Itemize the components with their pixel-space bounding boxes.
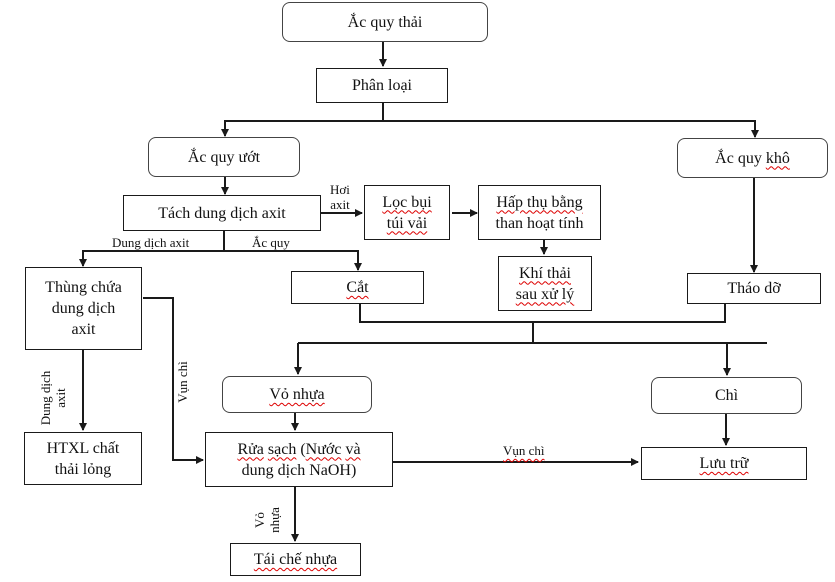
edge-label-lead-scrap-vertical: Vụn chì xyxy=(175,361,190,403)
node-label-line: Lọc bụi xyxy=(382,193,432,211)
edge-label-line: nhựa xyxy=(267,507,282,533)
node-wet-battery: Ắc quy ướt xyxy=(148,137,300,177)
node-label-line: axit xyxy=(71,321,96,338)
node-label-line: thải lỏng xyxy=(54,460,112,478)
node-label-line: HTXL chất xyxy=(46,439,120,457)
node-cutting: Cắt xyxy=(291,271,424,304)
node-label: Tái chế nhựa xyxy=(253,551,338,568)
node-dry-battery: Ắc quy khô xyxy=(677,138,828,178)
edge-classify-to-dry xyxy=(383,120,759,138)
edge-label-plastic-shell-vertical: Vỏ nhựa xyxy=(252,502,284,538)
edge-label-battery: Ắc quy xyxy=(252,235,290,250)
node-label-word: khô xyxy=(765,149,790,167)
node-bag-filter: Lọc bụi túi vải xyxy=(364,185,450,240)
node-label-line: Rửa sạch (Nước và xyxy=(237,440,361,458)
node-liquid-waste-treatment: HTXL chất thải lỏng xyxy=(24,432,142,485)
edge-label-line: axit xyxy=(330,197,350,212)
node-label: Ắc quy thải xyxy=(347,13,423,31)
edge-label-acid-solution-vertical: Dung dịch axit xyxy=(38,365,70,431)
node-label: Vỏ nhựa xyxy=(269,386,325,403)
edge-label-line: Dung dịch xyxy=(38,370,53,426)
node-plastic-recycling: Tái chế nhựa xyxy=(230,543,361,576)
edge-tank-to-washing xyxy=(143,297,204,464)
node-label: Ắc quy khô xyxy=(715,149,790,167)
edge-label-acid-solution: Dung dịch axit xyxy=(112,235,190,250)
node-label: Lưu trữ xyxy=(699,455,749,472)
node-acid-separation: Tách dung dịch axit xyxy=(123,195,321,231)
edge-label-line: axit xyxy=(53,388,68,408)
edge-label-acid-vapor: Hơi axit xyxy=(330,182,350,212)
node-label-line: sau xử lý xyxy=(515,285,575,303)
edge-separation-to-cut xyxy=(224,250,362,271)
node-label: Tách dung dịch axit xyxy=(158,204,286,222)
edge-label-lead-scrap: Vụn chì xyxy=(503,443,545,458)
edge-classify-to-wet xyxy=(221,120,383,137)
node-label-line: Khí thải xyxy=(519,264,571,282)
node-disassembly: Tháo dỡ xyxy=(687,273,821,304)
node-carbon-absorption: Hấp thụ bằng than hoạt tính xyxy=(478,185,601,240)
node-label-line: dung dịch xyxy=(51,300,116,317)
node-label-line: than hoạt tính xyxy=(495,214,584,232)
node-label-line: Thùng chứa xyxy=(45,279,122,296)
edge-label-line: Hơi xyxy=(330,182,350,197)
edge-label-line: Vỏ xyxy=(252,512,267,528)
node-washing: Rửa sạch (Nước và dung dịch NaOH) xyxy=(205,432,393,487)
node-label: Chì xyxy=(714,387,739,404)
node-waste-battery: Ắc quy thải xyxy=(282,2,488,42)
node-acid-tank: Thùng chứa dung dịch axit xyxy=(25,267,142,350)
node-plastic-shell: Vỏ nhựa xyxy=(222,376,372,413)
node-classification: Phân loại xyxy=(316,68,448,103)
node-label: Ắc quy ướt xyxy=(187,148,261,166)
node-treated-gas: Khí thải sau xử lý xyxy=(498,256,592,311)
node-label: Phân loại xyxy=(352,77,412,94)
node-storage: Lưu trữ xyxy=(641,447,807,480)
node-label: Tháo dỡ xyxy=(727,280,781,297)
edge-merge xyxy=(359,304,726,323)
node-label-line: túi vải xyxy=(386,214,428,232)
node-label-line: Hấp thụ bằng xyxy=(496,193,583,211)
node-label: Cắt xyxy=(346,279,369,296)
node-label-line: dung dịch NaOH) xyxy=(241,461,357,479)
node-lead: Chì xyxy=(651,377,802,414)
edge-separation-to-tank xyxy=(79,250,224,267)
